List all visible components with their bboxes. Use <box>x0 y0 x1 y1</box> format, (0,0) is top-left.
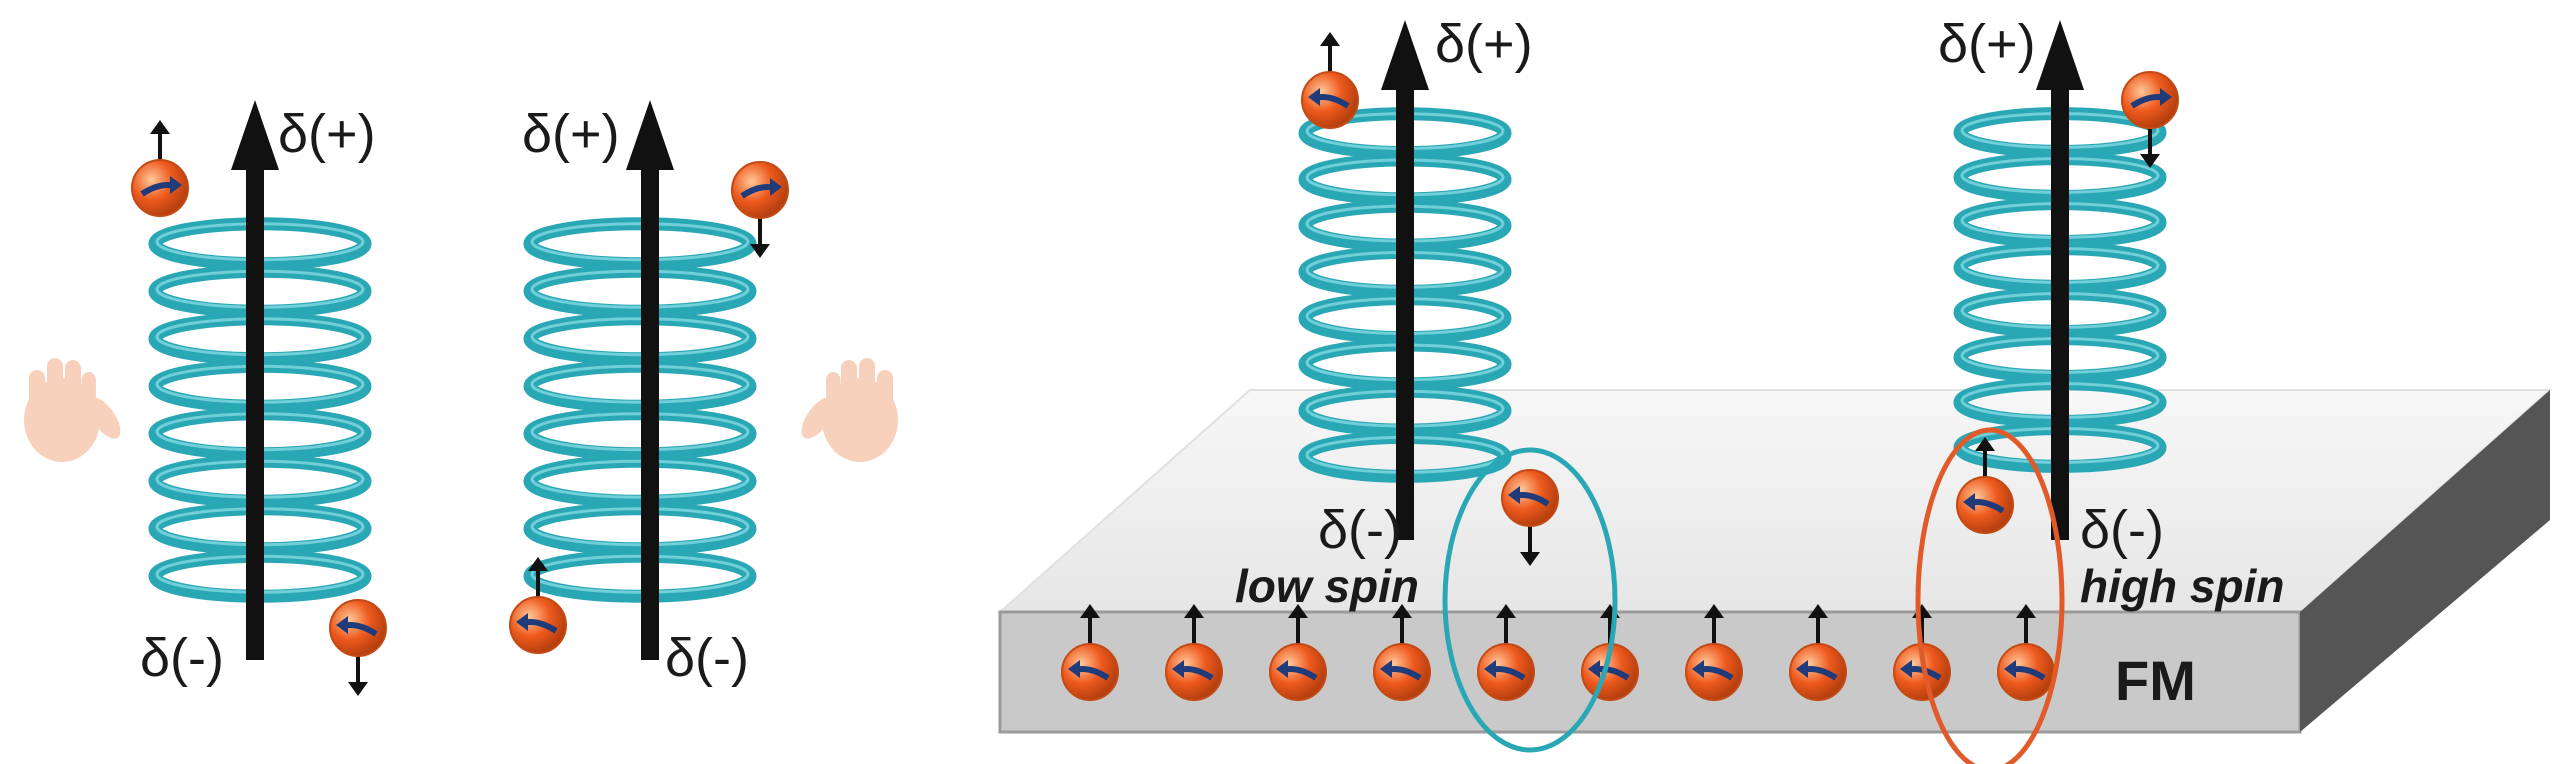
right-hand-icon <box>801 358 898 462</box>
left-helix2-delta-plus-label: δ(+) <box>522 104 620 164</box>
high-spin-label: high spin <box>2080 560 2284 612</box>
high-spin-highlight-circle <box>1915 427 2065 764</box>
left-helix-2-bottom-electron <box>509 557 567 654</box>
left-helix2-delta-minus-label: δ(-) <box>665 628 749 688</box>
left-helix-2-dipole-arrow <box>626 100 674 660</box>
right-helix2-delta-minus-label: δ(-) <box>2080 500 2164 560</box>
left-helix-2 <box>523 217 757 603</box>
right-panel <box>1298 20 2179 566</box>
right-helix1-delta-minus-label: δ(-) <box>1318 500 1402 560</box>
fm-substrate <box>997 389 2553 734</box>
substrate-side-face <box>2300 390 2550 732</box>
fm-electron-icon <box>1269 604 1327 701</box>
fm-electron-icon <box>1685 604 1743 701</box>
left-helix1-delta-minus-label: δ(-) <box>140 628 224 688</box>
left-helix-1-dipole-arrow <box>231 100 279 660</box>
fm-electron-icon <box>1061 604 1119 701</box>
left-helix-2-top-electron <box>731 161 789 258</box>
right-helix1-delta-plus-label: δ(+) <box>1435 14 1533 74</box>
fm-electron-icon <box>1789 604 1847 701</box>
fm-electron-icon <box>1165 604 1223 701</box>
left-hand-icon <box>24 358 121 462</box>
fm-electron-icon <box>1997 604 2055 701</box>
right-helix2-delta-plus-label: δ(+) <box>1938 14 2036 74</box>
right-helix-low-spin-bottom-electron <box>1501 469 1559 566</box>
low-spin-label: low spin <box>1235 560 1419 612</box>
right-helix-low-spin-dipole-arrow <box>1381 20 1429 540</box>
right-helix-high-spin-dipole-arrow <box>2036 20 2084 540</box>
fm-electron-icon <box>1373 604 1431 701</box>
left-panel <box>24 100 898 696</box>
right-helix-high-spin-bottom-electron <box>1956 437 2014 534</box>
low-spin-highlight-circle <box>1442 447 1618 753</box>
substrate-top-face <box>997 389 2553 613</box>
right-helix-high-spin-top-electron <box>2121 71 2179 168</box>
left-helix1-delta-plus-label: δ(+) <box>278 104 376 164</box>
fm-electron-row <box>1061 604 2055 701</box>
fm-electron-icon <box>1477 604 1535 701</box>
left-helix-1-bottom-electron <box>329 599 387 696</box>
left-helix-1-top-electron <box>131 120 189 217</box>
fm-label: FM <box>2115 649 2196 712</box>
right-helix-low-spin-top-electron <box>1301 32 1359 129</box>
